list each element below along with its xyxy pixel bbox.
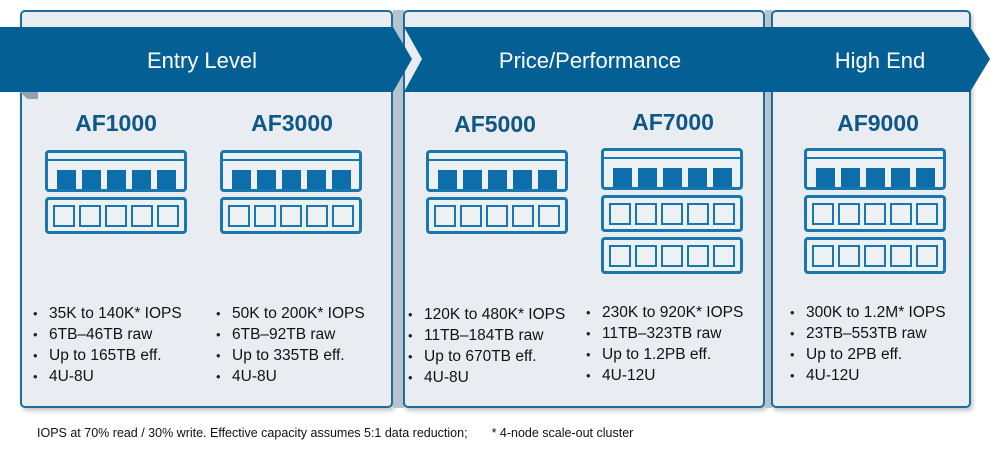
- spec-list-af1000: 35K to 140K* IOPS 6TB–46TB raw Up to 165…: [33, 303, 182, 387]
- model-title-af1000: AF1000: [75, 110, 157, 136]
- storage-array-icon: [804, 148, 946, 274]
- tier-label-entry-level: Entry Level: [146, 47, 258, 73]
- spec-raw-capacity: 6TB–46TB raw: [33, 324, 182, 345]
- footnote-asterisk: * 4-node scale-out cluster: [491, 426, 634, 440]
- model-title-af3000: AF3000: [251, 110, 333, 136]
- drive-shelf-icon: [45, 197, 187, 234]
- spec-iops: 50K to 200K* IOPS: [216, 303, 365, 324]
- tier-label-high-end: High End: [834, 47, 926, 73]
- spec-effective-capacity: Up to 335TB eff.: [216, 345, 365, 366]
- spec-rack-units: 4U-8U: [33, 366, 182, 387]
- drive-shelf-icon: [220, 197, 362, 234]
- storage-array-icon: [601, 148, 743, 274]
- spec-raw-capacity: 11TB–184TB raw: [408, 325, 565, 346]
- controller-icon: [601, 148, 743, 190]
- spec-iops: 35K to 140K* IOPS: [33, 303, 182, 324]
- spec-rack-units: 4U-12U: [586, 365, 743, 386]
- spec-effective-capacity: Up to 670TB eff.: [408, 346, 565, 367]
- spec-list-af9000: 300K to 1.2M* IOPS 23TB–553TB raw Up to …: [790, 302, 946, 386]
- controller-icon: [804, 148, 946, 190]
- storage-array-icon: [45, 150, 187, 234]
- spec-raw-capacity: 6TB–92TB raw: [216, 324, 365, 345]
- controller-icon: [426, 150, 568, 192]
- spec-rack-units: 4U-8U: [216, 366, 365, 387]
- spec-effective-capacity: Up to 165TB eff.: [33, 345, 182, 366]
- panel-divider: [393, 10, 404, 408]
- drive-shelf-icon: [601, 237, 743, 274]
- spec-list-af3000: 50K to 200K* IOPS 6TB–92TB raw Up to 335…: [216, 303, 365, 387]
- spec-iops: 120K to 480K* IOPS: [408, 304, 565, 325]
- spec-list-af5000: 120K to 480K* IOPS 11TB–184TB raw Up to …: [408, 304, 565, 388]
- spec-effective-capacity: Up to 2PB eff.: [790, 344, 946, 365]
- footnote-main: IOPS at 70% read / 30% write. Effective …: [37, 426, 468, 440]
- storage-array-icon: [220, 150, 362, 234]
- controller-icon: [220, 150, 362, 192]
- model-title-af5000: AF5000: [454, 111, 536, 137]
- spec-iops: 300K to 1.2M* IOPS: [790, 302, 946, 323]
- storage-array-icon: [426, 150, 568, 234]
- drive-shelf-icon: [426, 197, 568, 234]
- drive-shelf-icon: [804, 237, 946, 274]
- drive-shelf-icon: [601, 195, 743, 232]
- spec-raw-capacity: 11TB–323TB raw: [586, 323, 743, 344]
- tier-label-price-performance: Price/Performance: [498, 47, 682, 73]
- spec-iops: 230K to 920K* IOPS: [586, 302, 743, 323]
- spec-effective-capacity: Up to 1.2PB eff.: [586, 344, 743, 365]
- spec-rack-units: 4U-8U: [408, 367, 565, 388]
- controller-icon: [45, 150, 187, 192]
- spec-rack-units: 4U-12U: [790, 365, 946, 386]
- model-title-af7000: AF7000: [632, 109, 714, 135]
- panel-divider: [765, 10, 772, 408]
- tier-banner-arrows: [0, 27, 990, 99]
- spec-raw-capacity: 23TB–553TB raw: [790, 323, 946, 344]
- drive-shelf-icon: [804, 195, 946, 232]
- footnote: IOPS at 70% read / 30% write. Effective …: [37, 426, 633, 440]
- spec-list-af7000: 230K to 920K* IOPS 11TB–323TB raw Up to …: [586, 302, 743, 386]
- model-title-af9000: AF9000: [837, 110, 919, 136]
